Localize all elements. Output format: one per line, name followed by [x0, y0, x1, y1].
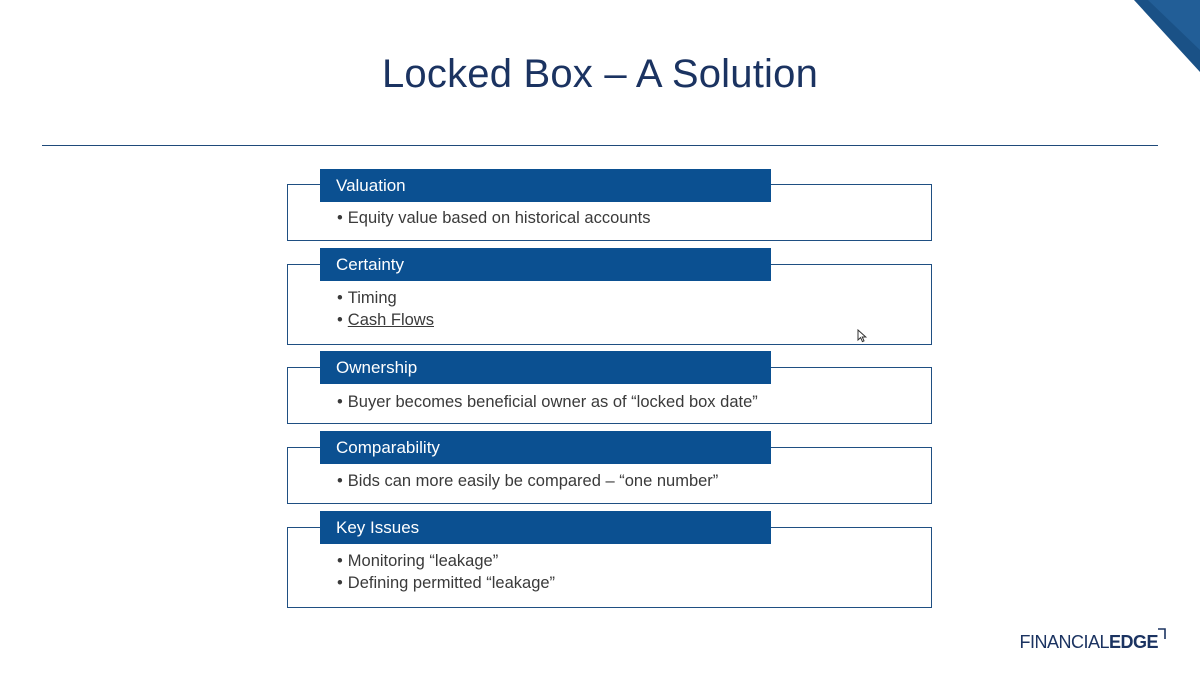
bullet-list: •Bids can more easily be compared – “one…	[337, 470, 718, 492]
slide-title: Locked Box – A Solution	[381, 52, 819, 96]
section-ownership: Ownership •Buyer becomes beneficial owne…	[287, 351, 934, 424]
list-item: •Equity value based on historical accoun…	[337, 209, 651, 227]
section-certainty: Certainty •Timing •Cash Flows	[287, 248, 934, 345]
list-item: •Buyer becomes beneficial owner as of “l…	[337, 393, 758, 411]
list-item: •Monitoring “leakage”	[337, 552, 499, 570]
section-heading: Valuation	[320, 169, 771, 202]
list-item: •Cash Flows	[337, 311, 434, 329]
section-valuation: Valuation •Equity value based on histori…	[287, 169, 934, 241]
bullet-list: •Buyer becomes beneficial owner as of “l…	[337, 391, 758, 413]
financial-edge-logo: FINANCIALEDGE	[1019, 628, 1166, 653]
list-item: •Defining permitted “leakage”	[337, 574, 556, 592]
section-heading: Ownership	[320, 351, 771, 384]
list-item: •Bids can more easily be compared – “one…	[337, 472, 719, 490]
section-heading: Comparability	[320, 431, 771, 464]
mouse-pointer-icon	[857, 329, 868, 343]
logo-mark-icon	[1158, 628, 1166, 639]
section-heading: Key Issues	[320, 511, 771, 544]
bullet-list: •Monitoring “leakage” •Defining permitte…	[337, 550, 555, 594]
list-item: •Timing	[337, 289, 397, 307]
title-divider	[42, 145, 1158, 146]
section-key-issues: Key Issues •Monitoring “leakage” •Defini…	[287, 511, 934, 608]
bullet-list: •Equity value based on historical accoun…	[337, 207, 650, 229]
section-comparability: Comparability •Bids can more easily be c…	[287, 431, 934, 504]
bullet-list: •Timing •Cash Flows	[337, 287, 434, 331]
section-heading: Certainty	[320, 248, 771, 281]
